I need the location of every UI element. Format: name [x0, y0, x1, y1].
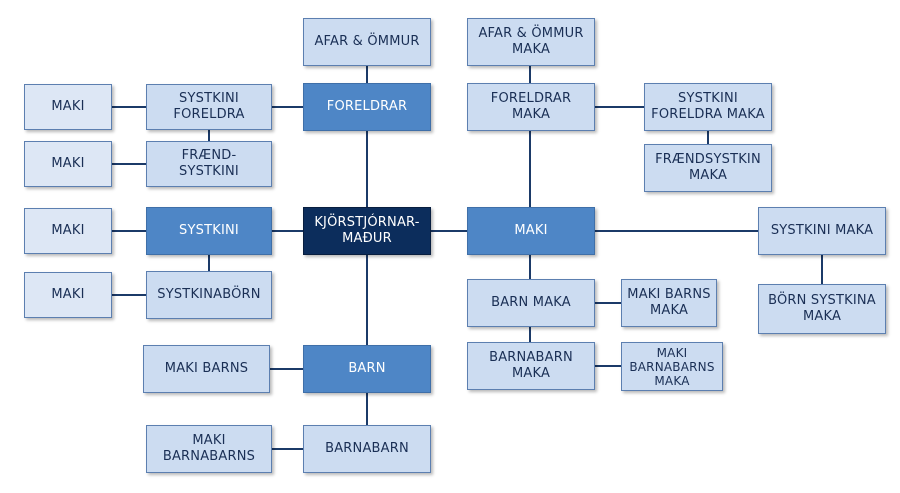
- node-afar-ommur: AFAR & ÖMMUR: [303, 18, 431, 66]
- node-systkini-foreldra-maka: SYSTKINI FORELDRA MAKA: [644, 83, 772, 131]
- node-barnabarn: BARNABARN: [303, 425, 431, 473]
- node-maki-fraendsystkini: MAKI: [24, 141, 112, 187]
- node-born-systkina-maka: BÖRN SYSTKINA MAKA: [758, 284, 886, 334]
- node-systkini-foreldra: SYSTKINI FORELDRA: [146, 84, 272, 130]
- node-systkini: SYSTKINI: [146, 207, 272, 255]
- node-barn: BARN: [303, 345, 431, 393]
- node-maki-barns: MAKI BARNS: [143, 345, 270, 393]
- node-maki-systkini-foreldra: MAKI: [24, 84, 112, 130]
- node-maki: MAKI: [467, 207, 595, 255]
- node-kjorstjornarmadur: KJÖRSTJÓRNAR- MAÐUR: [303, 207, 431, 255]
- node-fraendsystkin-maka: FRÆNDSYSTKIN MAKA: [644, 144, 772, 192]
- node-maki-barnabarns-maka: MAKI BARNABARNS MAKA: [621, 342, 723, 391]
- node-afar-ommur-maka: AFAR & ÖMMUR MAKA: [467, 18, 595, 66]
- node-barn-maka: BARN MAKA: [467, 279, 595, 327]
- node-barnabarn-maka: BARNABARN MAKA: [467, 342, 595, 390]
- node-systkini-maka: SYSTKINI MAKA: [758, 207, 886, 255]
- node-maki-barns-maka: MAKI BARNS MAKA: [621, 279, 717, 327]
- node-foreldrar-maka: FORELDRAR MAKA: [467, 83, 595, 131]
- node-maki-systkini: MAKI: [24, 208, 112, 254]
- node-foreldrar: FORELDRAR: [303, 83, 431, 131]
- node-systkinaborn: SYSTKINABÖRN: [146, 271, 272, 319]
- node-maki-barnabarns: MAKI BARNABARNS: [146, 425, 272, 473]
- node-maki-systkinaborn: MAKI: [24, 272, 112, 318]
- node-fraendsystkini: FRÆND- SYSTKINI: [146, 141, 272, 187]
